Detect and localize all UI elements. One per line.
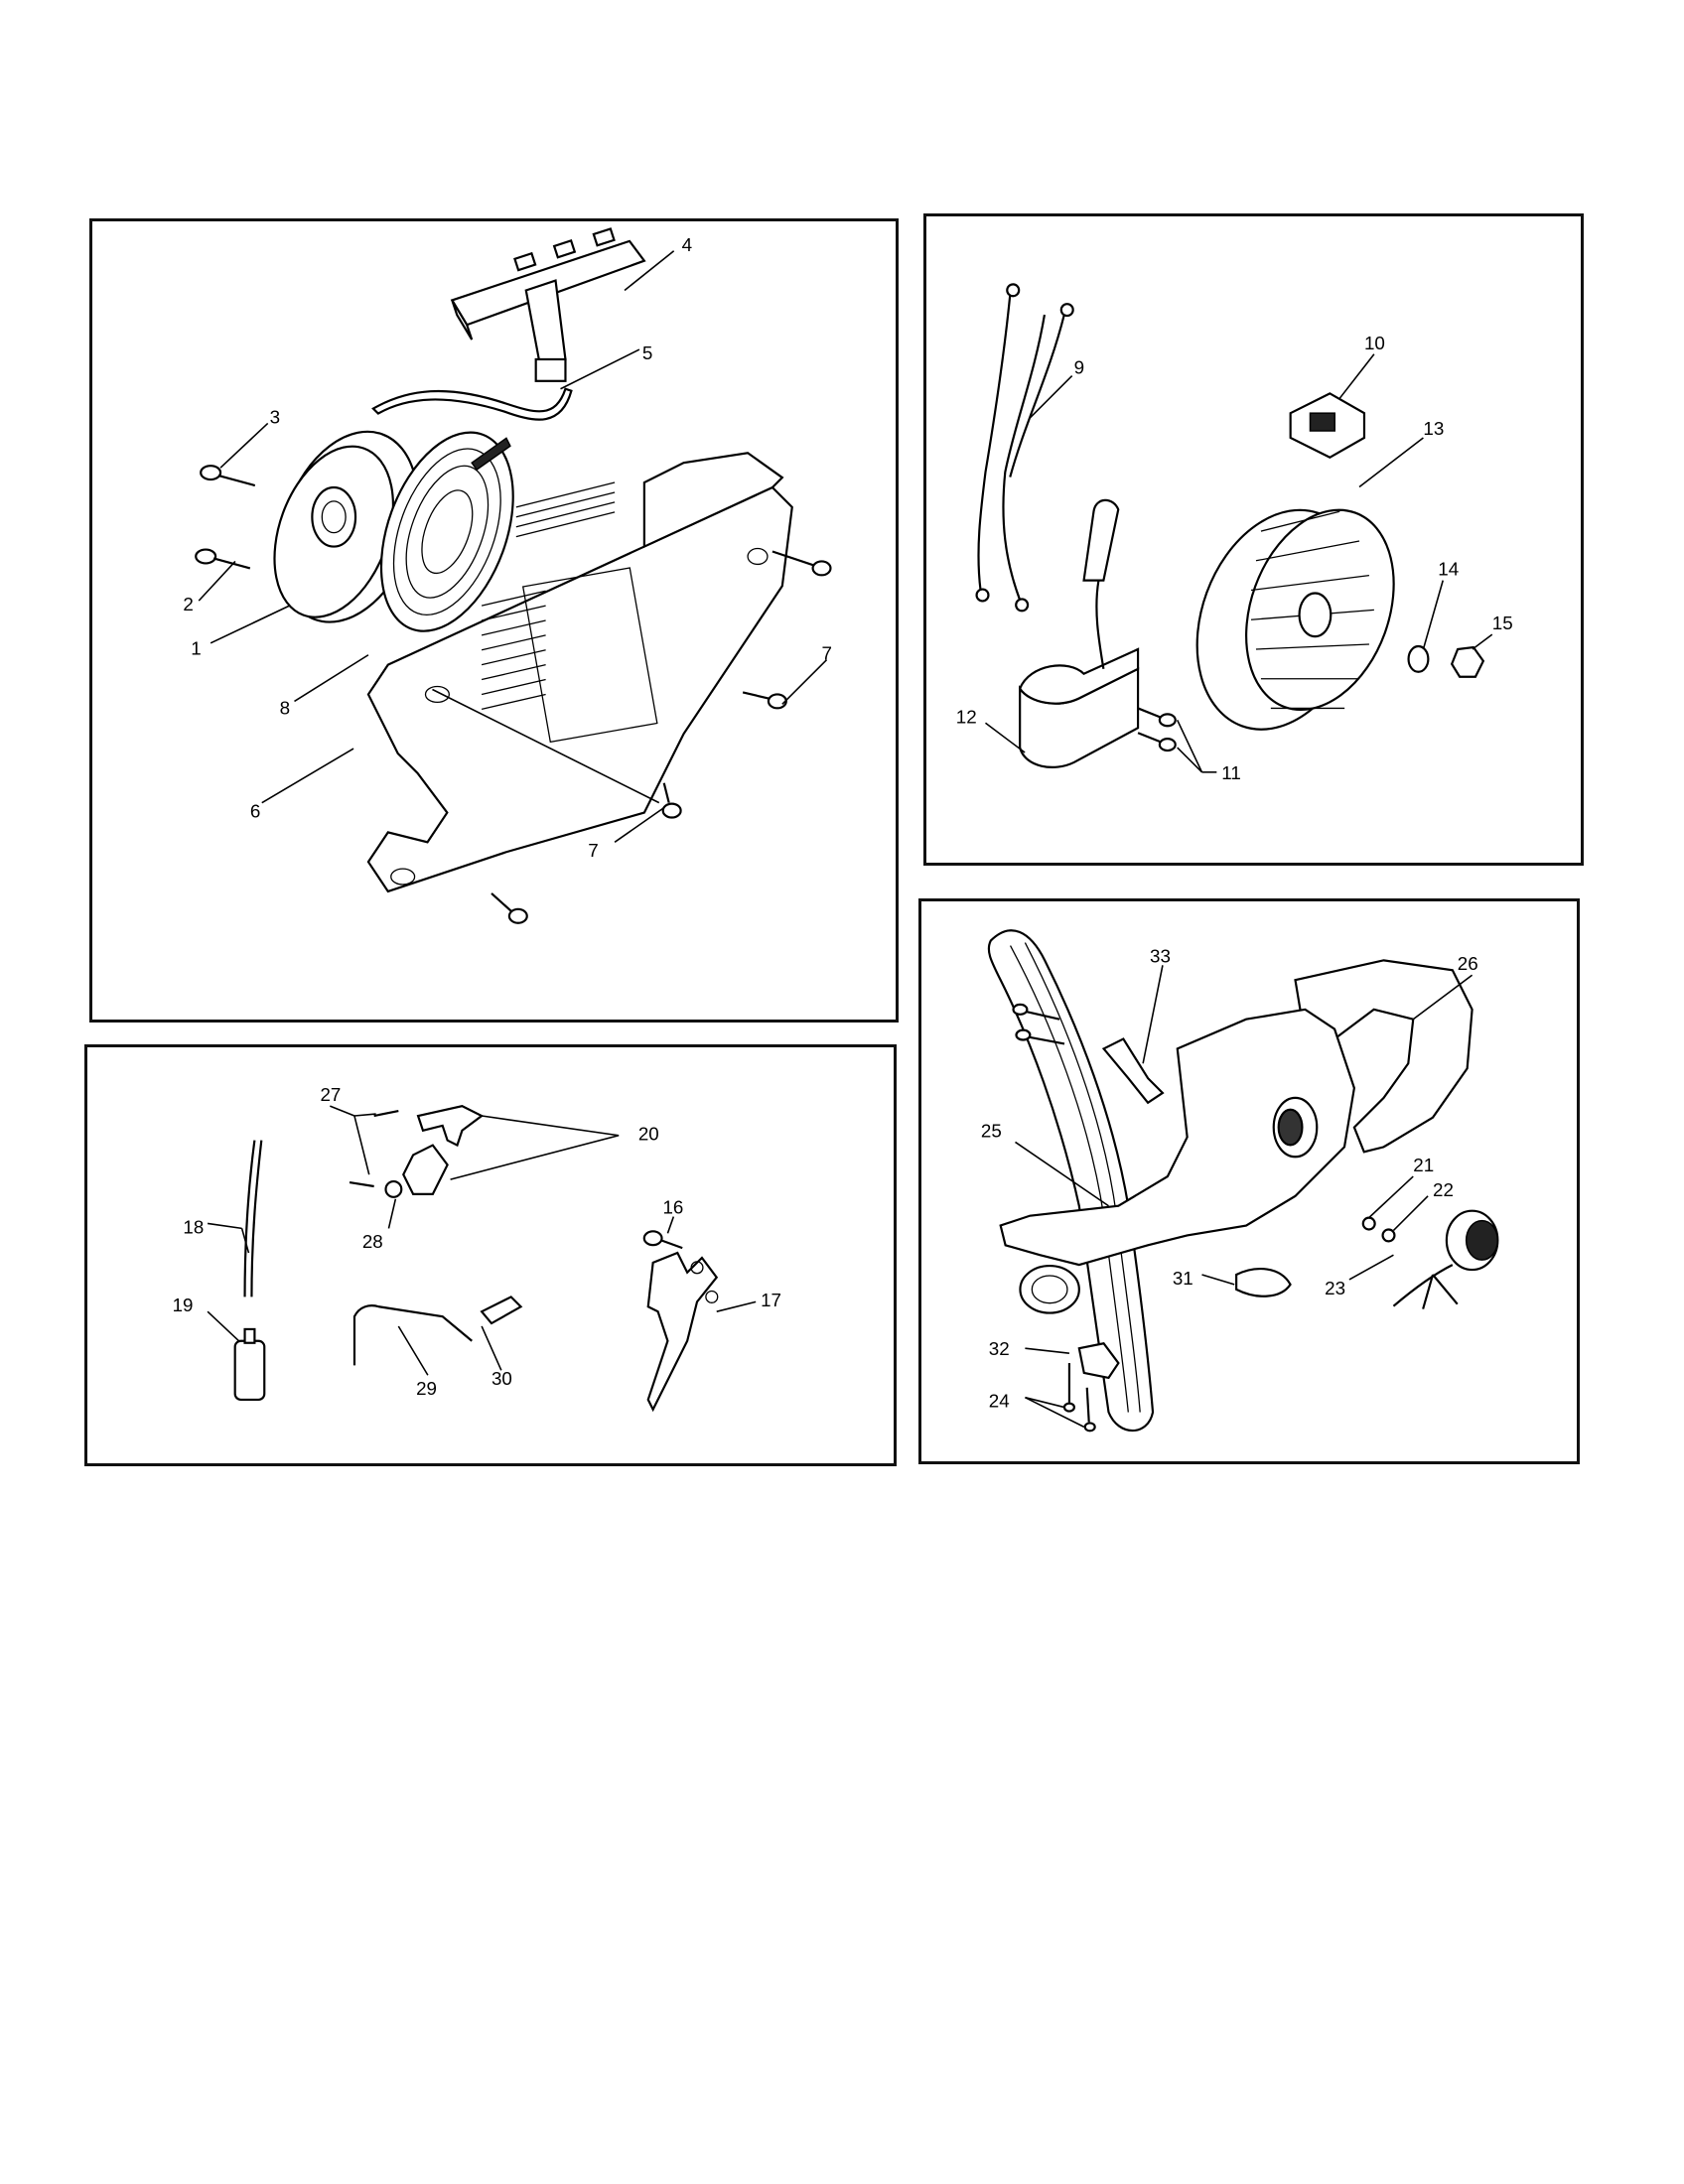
fuel-filter: [233, 1327, 266, 1402]
flywheel: [1195, 508, 1395, 731]
label-30: 30: [491, 1368, 512, 1389]
label-19: 19: [173, 1295, 194, 1315]
screw-2: [195, 548, 251, 570]
label-17: 17: [761, 1290, 781, 1310]
cover-screws: [491, 550, 832, 924]
label-33: 33: [1150, 945, 1171, 966]
screw-22: [1381, 1228, 1396, 1243]
label-4: 4: [682, 234, 692, 255]
label-10: 10: [1364, 333, 1385, 353]
switch-plate: [1062, 1342, 1120, 1433]
starter-cover: [366, 452, 793, 893]
handle-diagram: 33 26 25 21 22 23 31 32 24: [981, 929, 1499, 1433]
label-32: 32: [989, 1338, 1010, 1359]
flywheel-nut: [1450, 645, 1485, 678]
label-7b: 7: [588, 840, 598, 861]
fuel-trigger-diagram: 27 20 28 18 19 16 17 30 29: [173, 1084, 781, 1413]
starter-diagram: 4 5 3 2 1 8 6 7 7: [183, 227, 832, 924]
coil-screws: [1137, 707, 1177, 752]
label-1: 1: [191, 638, 201, 659]
label-13: 13: [1423, 418, 1444, 439]
ignition-coil: [1018, 498, 1140, 768]
starter-panel: 4 5 3 2 1 8 6 7 7: [89, 218, 899, 1023]
label-8: 8: [280, 697, 290, 718]
screw-3: [200, 465, 256, 487]
fuel-trigger-panel: 27 20 28 18 19 16 17 30 29: [84, 1044, 897, 1466]
label-11: 11: [1221, 762, 1241, 783]
label-21: 21: [1413, 1155, 1434, 1175]
label-3: 3: [270, 406, 280, 427]
throttle-rod: [352, 1296, 523, 1366]
ignition-panel: 9 10 13 14 15 12 11: [923, 213, 1584, 866]
label-16: 16: [663, 1197, 684, 1218]
catcher-screw: [642, 1230, 683, 1250]
recoil-spring: [379, 431, 514, 632]
label-2: 2: [183, 594, 193, 614]
label-28: 28: [362, 1231, 383, 1252]
label-6: 6: [250, 801, 260, 822]
chain-catcher: [646, 1251, 719, 1413]
label-31: 31: [1173, 1268, 1193, 1289]
label-24: 24: [989, 1391, 1010, 1412]
label-9: 9: [1074, 357, 1084, 378]
label-18: 18: [183, 1216, 204, 1237]
label-20: 20: [638, 1124, 659, 1145]
washer: [1407, 644, 1430, 673]
oil-cap: [1392, 1209, 1499, 1309]
throttle-lock: [349, 1105, 485, 1198]
label-22: 22: [1433, 1179, 1454, 1200]
label-14: 14: [1438, 559, 1459, 580]
label-26: 26: [1458, 953, 1478, 974]
fuel-line: [243, 1140, 256, 1297]
bumper: [1235, 1268, 1292, 1297]
label-15: 15: [1492, 613, 1513, 633]
label-27: 27: [320, 1084, 341, 1105]
screw-21: [1361, 1216, 1376, 1231]
starter-rope: [371, 387, 573, 421]
label-23: 23: [1325, 1278, 1345, 1298]
ignition-diagram: 9 10 13 14 15 12 11: [956, 283, 1513, 783]
label-7a: 7: [822, 643, 832, 664]
label-25: 25: [981, 1120, 1002, 1141]
handle-panel: 33 26 25 21 22 23 31 32 24: [918, 898, 1580, 1464]
wire-harness: [975, 283, 1074, 613]
label-29: 29: [416, 1378, 437, 1399]
stop-switch: [1289, 392, 1366, 459]
starter-handle: [450, 227, 646, 382]
handle-screws: [1012, 1003, 1065, 1045]
label-12: 12: [956, 706, 977, 727]
label-5: 5: [642, 342, 652, 363]
handle-strap: [1101, 1037, 1165, 1105]
